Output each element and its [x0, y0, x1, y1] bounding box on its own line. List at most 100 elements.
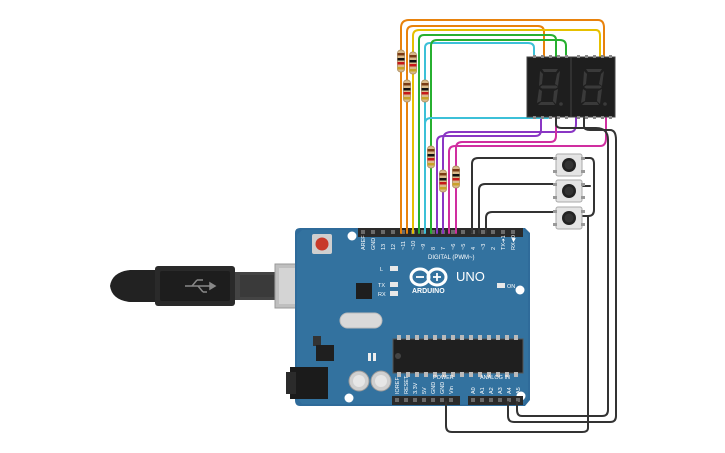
analog-pin-label: A0 — [471, 387, 477, 394]
wire-black[interactable] — [516, 117, 609, 417]
digital-pin[interactable] — [381, 230, 385, 234]
power-pin[interactable] — [413, 398, 417, 402]
analog-pin-label: A3 — [498, 387, 504, 394]
digital-pin[interactable] — [481, 230, 485, 234]
power-jack[interactable] — [286, 367, 328, 399]
digital-pin-label: ~5 — [461, 244, 467, 250]
analog-pin-label: A4 — [507, 387, 513, 394]
digital-pin-label: 8 — [431, 247, 437, 250]
wire-black[interactable] — [445, 215, 589, 433]
chip-pin — [451, 335, 455, 340]
power-pin-label: Vin — [449, 386, 455, 394]
analog-header[interactable] — [468, 396, 523, 405]
resistor[interactable] — [452, 165, 460, 189]
wire-yellow[interactable] — [412, 29, 601, 234]
chip-pin — [469, 335, 473, 340]
digital-pin-label: ~11 — [401, 241, 407, 250]
push-button[interactable] — [553, 179, 585, 203]
digital-pin[interactable] — [511, 230, 515, 234]
digital-header[interactable] — [358, 228, 523, 237]
chip-pin — [424, 335, 428, 340]
power-pin-label: GND — [440, 382, 446, 394]
power-pin[interactable] — [440, 398, 444, 402]
power-pin-label: GND — [431, 382, 437, 394]
chip-pin — [442, 372, 446, 377]
wire-orange[interactable] — [406, 25, 545, 234]
chip-pin — [397, 335, 401, 340]
digital-pin[interactable] — [401, 230, 405, 234]
wire-black[interactable] — [471, 157, 561, 234]
wire-black[interactable] — [485, 211, 561, 234]
digital-pin-label: 4 — [471, 247, 477, 250]
resistor[interactable] — [421, 79, 429, 103]
chip-pin — [397, 372, 401, 377]
power-pin[interactable] — [449, 398, 453, 402]
wire-green[interactable] — [430, 39, 567, 234]
chip-pin — [460, 372, 464, 377]
chip-pin — [442, 335, 446, 340]
resistor[interactable] — [397, 49, 405, 73]
mounting-hole — [344, 393, 354, 403]
digital-pin[interactable] — [371, 230, 375, 234]
digital-pin[interactable] — [431, 230, 435, 234]
digital-pin[interactable] — [461, 230, 465, 234]
resistor[interactable] — [427, 145, 435, 169]
chip-pin — [415, 335, 419, 340]
analog-pin[interactable] — [480, 398, 484, 402]
wire-cyan[interactable] — [424, 42, 535, 234]
analog-pin[interactable] — [498, 398, 502, 402]
seven-segment-display[interactable] — [570, 55, 616, 119]
digital-pin[interactable] — [421, 230, 425, 234]
wire-black[interactable] — [507, 117, 617, 423]
usb-icon — [185, 279, 217, 293]
led-label-tx: TX — [378, 283, 385, 289]
digital-pin[interactable] — [451, 230, 455, 234]
wires[interactable] — [400, 19, 617, 433]
digital-pin-label: ~9 — [421, 244, 427, 250]
digital-pin-label: AREF — [361, 235, 367, 250]
resistor[interactable] — [439, 169, 447, 193]
power-pin[interactable] — [431, 398, 435, 402]
chip-pin — [424, 372, 428, 377]
chip-pin — [505, 335, 509, 340]
chip-pin — [478, 335, 482, 340]
usb-cable[interactable] — [110, 263, 318, 309]
led-label-l: L — [380, 267, 383, 273]
digital-pin-label: 12 — [391, 244, 397, 250]
push-button[interactable] — [553, 153, 585, 177]
digital-pin-label: RX◀0 — [511, 235, 517, 250]
crystal — [339, 312, 383, 329]
power-pin[interactable] — [404, 398, 408, 402]
digital-pin[interactable] — [361, 230, 365, 234]
power-pin[interactable] — [422, 398, 426, 402]
resistor[interactable] — [403, 79, 411, 103]
wire-magenta[interactable] — [448, 117, 607, 234]
analog-pin[interactable] — [471, 398, 475, 402]
wire-orange[interactable] — [400, 19, 605, 234]
chip-pin — [433, 335, 437, 340]
analog-pin[interactable] — [507, 398, 511, 402]
analog-pin-label: A2 — [489, 387, 495, 394]
digital-pin[interactable] — [501, 230, 505, 234]
power-label: POWER — [433, 375, 454, 381]
wire-cyan[interactable] — [424, 117, 549, 151]
analog-pin[interactable] — [489, 398, 493, 402]
digital-pin[interactable] — [491, 230, 495, 234]
digital-pin-label: 13 — [381, 244, 387, 250]
push-button[interactable] — [553, 206, 585, 230]
resistor[interactable] — [409, 51, 417, 75]
analog-pin[interactable] — [516, 398, 520, 402]
chip-pin — [433, 372, 437, 377]
on-label: ON — [507, 284, 515, 290]
chip-pin — [514, 335, 518, 340]
wire-black[interactable] — [579, 157, 595, 217]
power-pin[interactable] — [395, 398, 399, 402]
wire-black[interactable] — [478, 183, 561, 234]
wire-green[interactable] — [418, 34, 557, 234]
digital-pin-label: ~10 — [411, 241, 417, 250]
seven-segment-display[interactable] — [526, 55, 572, 119]
reset-button[interactable] — [312, 234, 332, 254]
digital-pin[interactable] — [391, 230, 395, 234]
